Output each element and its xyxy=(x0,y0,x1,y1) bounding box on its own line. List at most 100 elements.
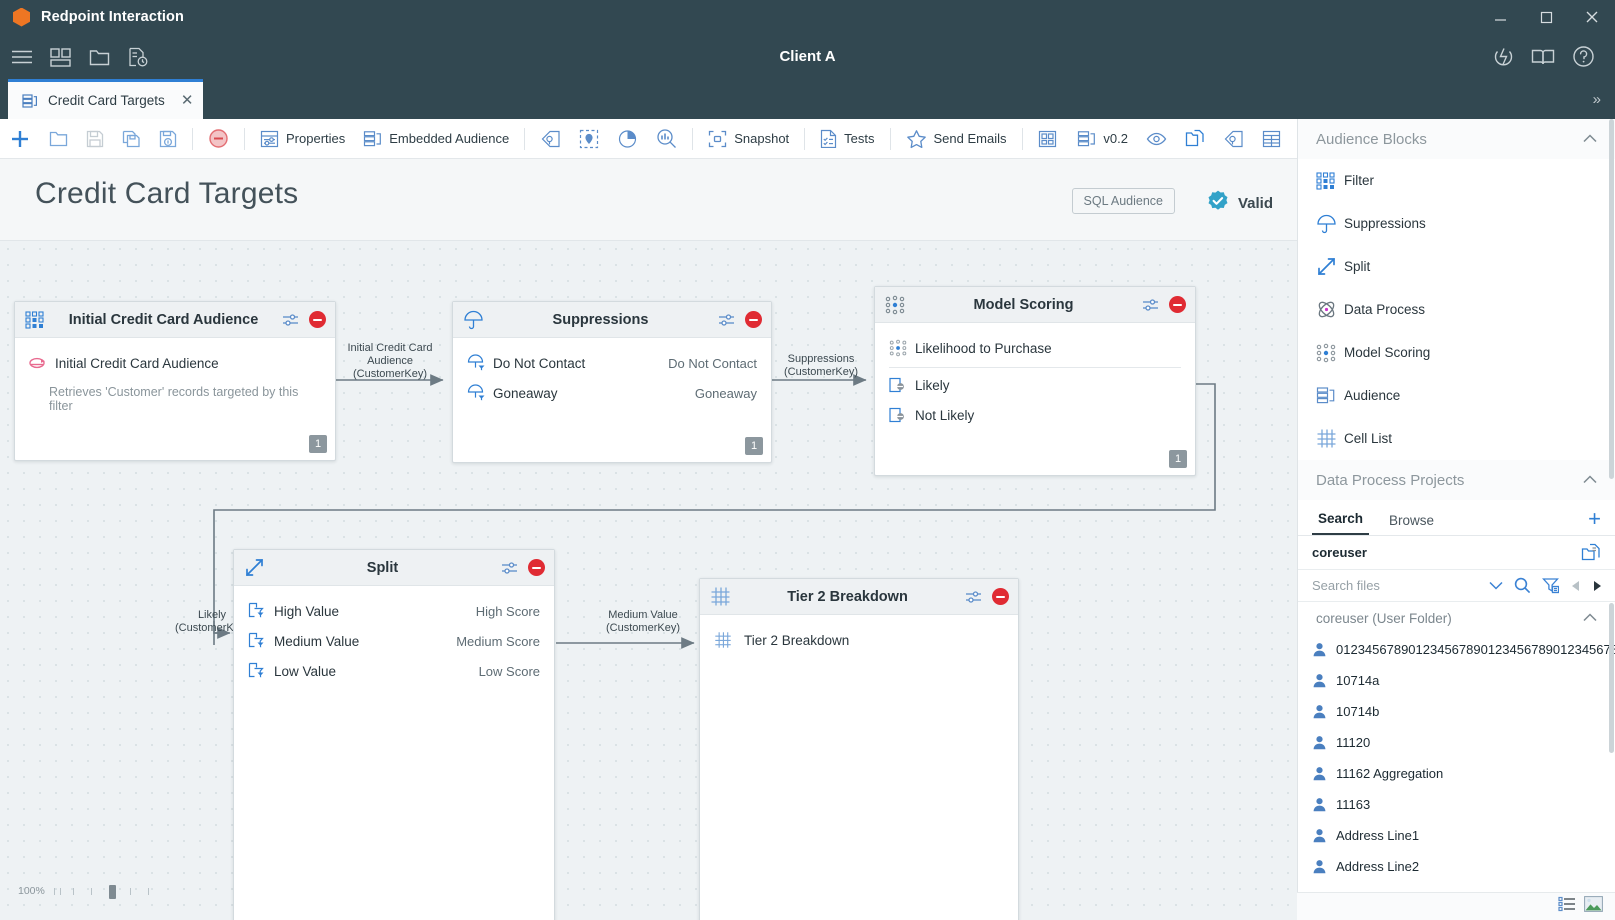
pie-chart-button[interactable] xyxy=(608,119,647,159)
overflow-chevron-icon[interactable]: » xyxy=(1592,91,1601,108)
settings-sliders-icon[interactable] xyxy=(500,559,520,577)
location-button[interactable] xyxy=(570,119,608,159)
node-row[interactable]: Do Not Contact Do Not Contact xyxy=(467,348,757,378)
search-value-row[interactable]: coreuser xyxy=(1298,536,1615,570)
chevron-up-icon[interactable] xyxy=(1583,473,1597,487)
tag-button[interactable] xyxy=(531,119,570,159)
node-delete-icon[interactable] xyxy=(1169,296,1186,313)
prev-arrow-icon[interactable] xyxy=(1570,580,1581,592)
workflow-canvas[interactable]: Initial Credit Card Audience (CustomerKe… xyxy=(0,241,1297,920)
columns-button[interactable] xyxy=(1253,119,1297,159)
tag-key-button[interactable] xyxy=(1214,119,1253,159)
zoom-slider-thumb[interactable] xyxy=(108,885,116,899)
audience-block-filter[interactable]: Filter xyxy=(1298,159,1615,202)
maximize-button[interactable] xyxy=(1523,0,1569,34)
save-button[interactable] xyxy=(77,119,113,159)
layout-icon[interactable] xyxy=(48,46,72,68)
node-row[interactable]: Goneaway Goneaway xyxy=(467,378,757,408)
search-icon[interactable] xyxy=(1514,577,1531,594)
node-row[interactable]: Likelihood to Purchase xyxy=(889,333,1181,363)
node-tier-2-breakdown[interactable]: Tier 2 Breakdown Tier 2 Breakdown 1 xyxy=(699,578,1019,920)
activity-icon[interactable] xyxy=(1483,34,1523,79)
chevron-down-icon[interactable] xyxy=(1489,581,1503,590)
open-button[interactable] xyxy=(40,119,77,159)
preview-button[interactable] xyxy=(1137,119,1176,159)
node-delete-icon[interactable] xyxy=(992,588,1009,605)
node-row[interactable]: Not Likely xyxy=(889,400,1181,430)
audience-block-split[interactable]: Split xyxy=(1298,245,1615,288)
search-files-row[interactable]: Search files xyxy=(1298,570,1615,602)
delete-button[interactable] xyxy=(199,119,238,159)
panel-scrollbar-files[interactable] xyxy=(1609,603,1614,753)
tab-search[interactable]: Search xyxy=(1312,511,1370,535)
add-button[interactable] xyxy=(0,119,40,159)
node-row[interactable]: Low Value Low Score xyxy=(248,656,540,686)
audience-block-suppressions[interactable]: Suppressions xyxy=(1298,202,1615,245)
tab-browse[interactable]: Browse xyxy=(1389,513,1435,528)
close-button[interactable] xyxy=(1569,0,1615,34)
snapshot-button[interactable]: Snapshot xyxy=(699,119,798,159)
minimize-button[interactable] xyxy=(1477,0,1523,34)
image-view-icon[interactable] xyxy=(1584,896,1603,917)
book-icon[interactable] xyxy=(1523,34,1563,79)
node-row[interactable]: Tier 2 Breakdown xyxy=(714,625,1004,655)
search-files-input[interactable]: Search files xyxy=(1312,578,1380,593)
node-model-scoring[interactable]: Model Scoring Likelihood to Purchase xyxy=(874,286,1196,476)
next-arrow-icon[interactable] xyxy=(1592,580,1603,592)
save-info-button[interactable] xyxy=(150,119,186,159)
node-delete-icon[interactable] xyxy=(528,559,545,576)
panel-scrollbar-top[interactable] xyxy=(1609,119,1614,479)
copy-button[interactable] xyxy=(113,119,150,159)
list-item[interactable]: 11163 xyxy=(1298,789,1615,820)
list-item[interactable]: 11120 xyxy=(1298,727,1615,758)
settings-sliders-icon[interactable] xyxy=(964,588,984,606)
list-item[interactable]: Address Line2 xyxy=(1298,851,1615,882)
audience-block-cell-list[interactable]: Cell List xyxy=(1298,417,1615,460)
folder-open-icon[interactable] xyxy=(87,46,111,68)
list-item[interactable]: 10714b xyxy=(1298,696,1615,727)
node-split[interactable]: Split High Value High Score xyxy=(233,549,555,920)
copy-file-icon[interactable] xyxy=(1581,543,1601,562)
audience-block-data-process[interactable]: Data Process xyxy=(1298,288,1615,331)
node-initial-credit-card-audience[interactable]: Initial Credit Card Audience Initial Cre… xyxy=(14,301,336,461)
audience-blocks-header[interactable]: Audience Blocks xyxy=(1298,119,1615,159)
grid-panel-button[interactable] xyxy=(1029,119,1066,159)
analyze-button[interactable] xyxy=(647,119,686,159)
list-item[interactable]: 0123456789012345678901234567890123456789… xyxy=(1298,634,1615,665)
embedded-audience-button[interactable]: Embedded Audience xyxy=(354,119,518,159)
node-delete-icon[interactable] xyxy=(309,311,326,328)
chevron-up-icon[interactable] xyxy=(1583,611,1597,625)
node-row[interactable]: High Value High Score xyxy=(248,596,540,626)
copy-to-folder-button[interactable] xyxy=(1176,119,1214,159)
node-row[interactable]: Initial Credit Card Audience xyxy=(29,348,321,378)
version-indicator[interactable]: v0.2 xyxy=(1068,119,1137,159)
sql-audience-badge[interactable]: SQL Audience xyxy=(1071,188,1175,214)
hamburger-menu-icon[interactable] xyxy=(10,46,34,68)
node-suppressions[interactable]: Suppressions Do Not Contact Do Not Conta… xyxy=(452,301,772,463)
list-item[interactable]: Address Line1 xyxy=(1298,820,1615,851)
filter-funnel-icon[interactable] xyxy=(1542,577,1559,594)
zoom-control[interactable]: 100% xyxy=(18,884,159,899)
list-item[interactable]: 10714a xyxy=(1298,665,1615,696)
send-emails-button[interactable]: Send Emails xyxy=(897,119,1016,159)
chevron-up-icon[interactable] xyxy=(1583,132,1597,146)
tests-button[interactable]: Tests xyxy=(811,119,883,159)
properties-button[interactable]: Properties xyxy=(251,119,354,159)
data-process-projects-header[interactable]: Data Process Projects xyxy=(1298,460,1615,500)
audience-block-model-scoring[interactable]: Model Scoring xyxy=(1298,331,1615,374)
folder-header[interactable]: coreuser (User Folder) xyxy=(1298,602,1615,634)
node-delete-icon[interactable] xyxy=(745,311,762,328)
file-list[interactable]: 0123456789012345678901234567890123456789… xyxy=(1298,634,1615,882)
settings-sliders-icon[interactable] xyxy=(1141,296,1161,314)
zoom-slider[interactable] xyxy=(51,884,159,899)
node-row[interactable]: Medium Value Medium Score xyxy=(248,626,540,656)
audience-block-audience[interactable]: Audience xyxy=(1298,374,1615,417)
settings-sliders-icon[interactable] xyxy=(281,311,301,329)
node-row[interactable]: Likely xyxy=(889,370,1181,400)
tab-credit-card-targets[interactable]: Credit Card Targets ✕ xyxy=(8,79,204,119)
add-project-button[interactable]: + xyxy=(1588,506,1601,531)
help-icon[interactable] xyxy=(1563,34,1603,79)
close-icon[interactable]: ✕ xyxy=(180,92,194,109)
list-view-icon[interactable] xyxy=(1558,896,1576,917)
settings-sliders-icon[interactable] xyxy=(717,311,737,329)
